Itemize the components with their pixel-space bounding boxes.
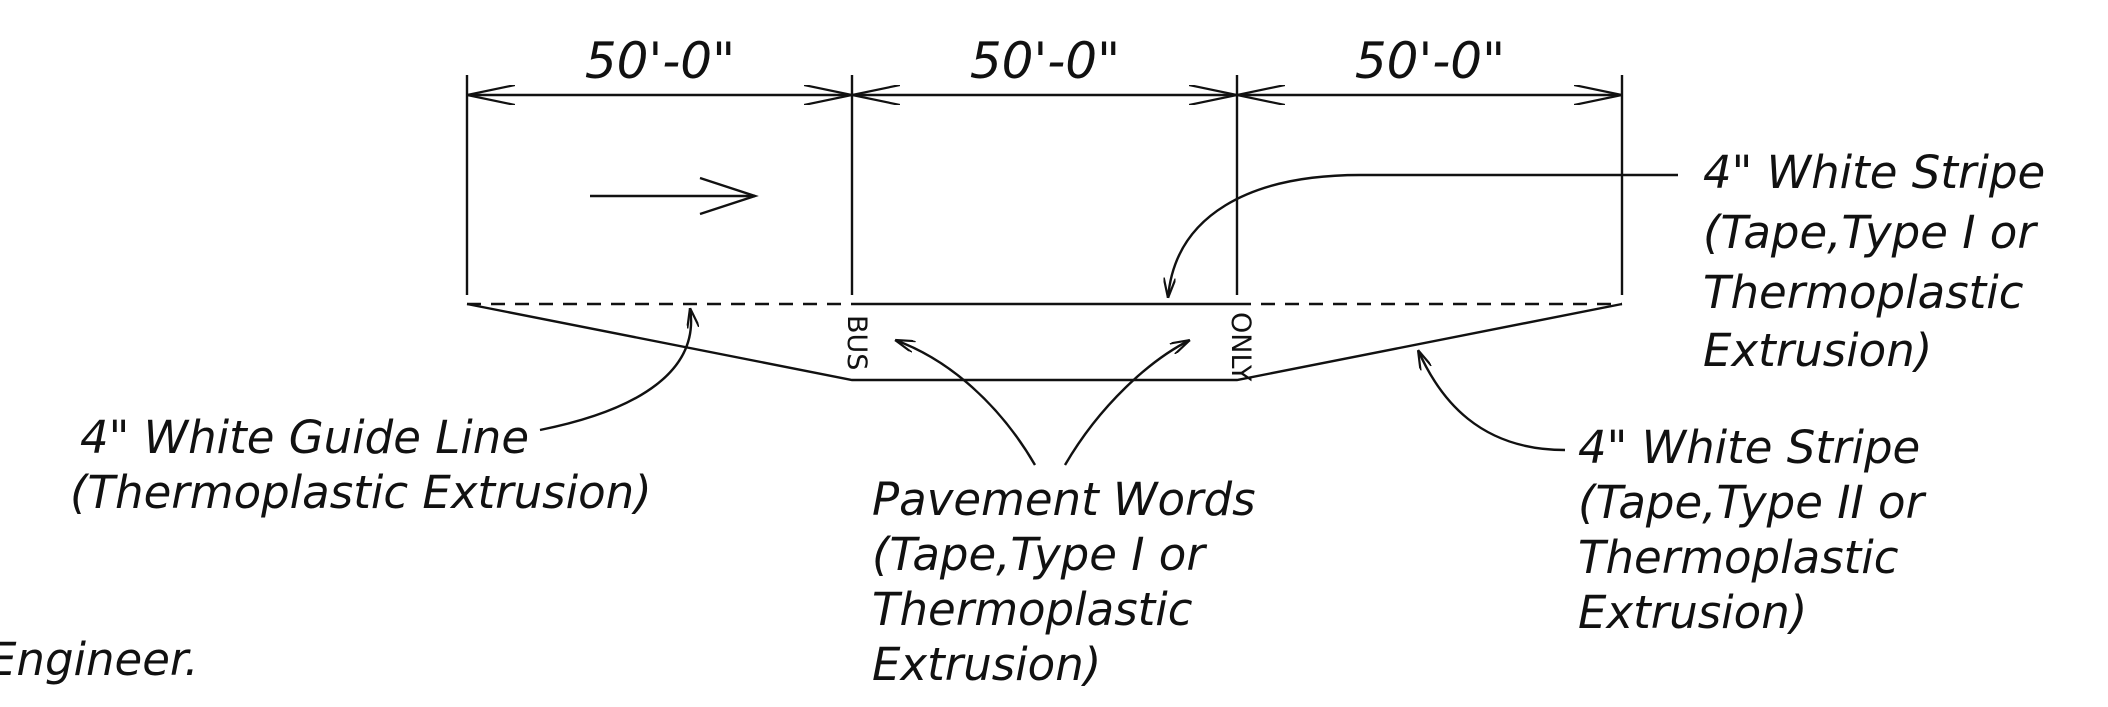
pavement-words-line-4: Extrusion) <box>872 638 1101 691</box>
pavement-word-bus: BUS <box>841 315 872 370</box>
leader-stripe-top <box>1168 173 1678 298</box>
dimension-label-2: 50'-0" <box>970 32 1120 90</box>
callout-white-stripe-top: 4" White Stripe (Tape,Type I or Thermopl… <box>1703 146 2045 377</box>
callout-white-stripe-bottom: 4" White Stripe (Tape,Type II or Thermop… <box>1578 421 1927 639</box>
bus-bay-taper-outline <box>466 302 1623 382</box>
footnote-fragment: Engineer. <box>0 633 199 686</box>
leader-stripe-bottom <box>1418 350 1566 452</box>
pavement-words-line-2: (Tape,Type I or <box>872 528 1207 581</box>
stripe-bottom-line-1: 4" White Stripe <box>1578 421 1920 474</box>
pavement-word-only: ONLY <box>1225 312 1256 382</box>
leader-guide-line <box>539 308 691 432</box>
guide-line-line-1: 4" White Guide Line <box>80 411 529 464</box>
callout-white-guide-line: 4" White Guide Line (Thermoplastic Extru… <box>70 411 652 519</box>
callout-leaders <box>539 173 1678 466</box>
leader-pavement-bus <box>895 340 1037 466</box>
pavement-words-line-1: Pavement Words <box>872 473 1256 526</box>
dimension-label-3: 50'-0" <box>1355 32 1505 90</box>
stripe-bottom-line-2: (Tape,Type II or <box>1578 476 1927 529</box>
guide-line-line-2: (Thermoplastic Extrusion) <box>70 466 652 519</box>
stripe-top-line-1: 4" White Stripe <box>1703 146 2045 199</box>
stripe-top-line-4: Extrusion) <box>1703 324 1932 377</box>
travel-direction-arrow-icon <box>590 176 759 216</box>
stripe-top-line-2: (Tape,Type I or <box>1703 206 2038 259</box>
extension-lines <box>465 75 1624 295</box>
callout-pavement-words: Pavement Words (Tape,Type I or Thermopla… <box>872 473 1256 691</box>
dimension-label-1: 50'-0" <box>585 32 735 90</box>
stripe-bottom-line-3: Thermoplastic <box>1578 531 1899 584</box>
stripe-bottom-line-4: Extrusion) <box>1578 586 1807 639</box>
pavement-words-line-3: Thermoplastic <box>872 583 1193 636</box>
leader-pavement-only <box>1063 340 1190 466</box>
stripe-top-line-3: Thermoplastic <box>1703 266 2024 319</box>
